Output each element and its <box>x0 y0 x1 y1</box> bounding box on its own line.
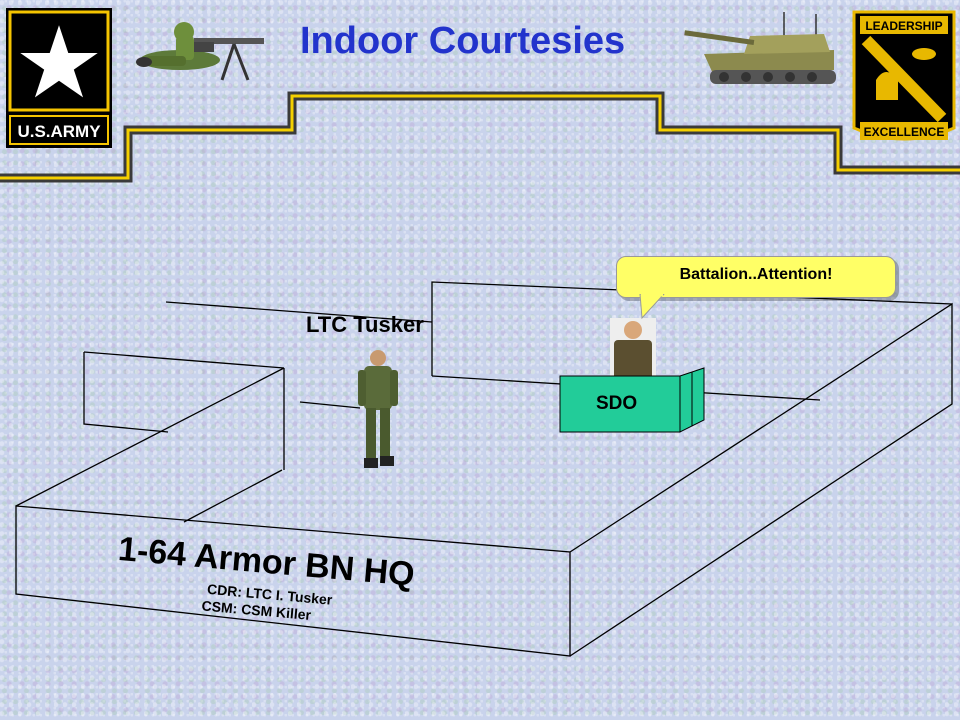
officer-label: LTC Tusker <box>306 312 424 337</box>
hq-right-wall <box>569 302 953 657</box>
logo-text-top: LEADERSHIP <box>865 19 942 33</box>
speech-bubble-text: Battalion..Attention! <box>679 266 833 283</box>
sdo-label: SDO <box>596 393 638 414</box>
army-logo-text: U.S.ARMY <box>17 122 101 141</box>
header-band <box>0 91 960 183</box>
slide-title: Indoor Courtesies <box>300 20 626 62</box>
machine-gunner-icon <box>136 22 264 81</box>
logo-text-bottom: EXCELLENCE <box>864 125 945 139</box>
hq-left-edge <box>15 367 285 507</box>
ltc-soldier-figure <box>358 350 398 468</box>
sdo-desk <box>559 318 705 433</box>
speech-bubble: Battalion..Attention! <box>616 256 896 298</box>
tank-icon <box>684 12 836 84</box>
speech-bubble-tail <box>639 294 665 320</box>
leadership-excellence-logo: LEADERSHIP EXCELLENCE <box>852 10 956 141</box>
us-army-logo: U.S.ARMY <box>6 8 112 148</box>
